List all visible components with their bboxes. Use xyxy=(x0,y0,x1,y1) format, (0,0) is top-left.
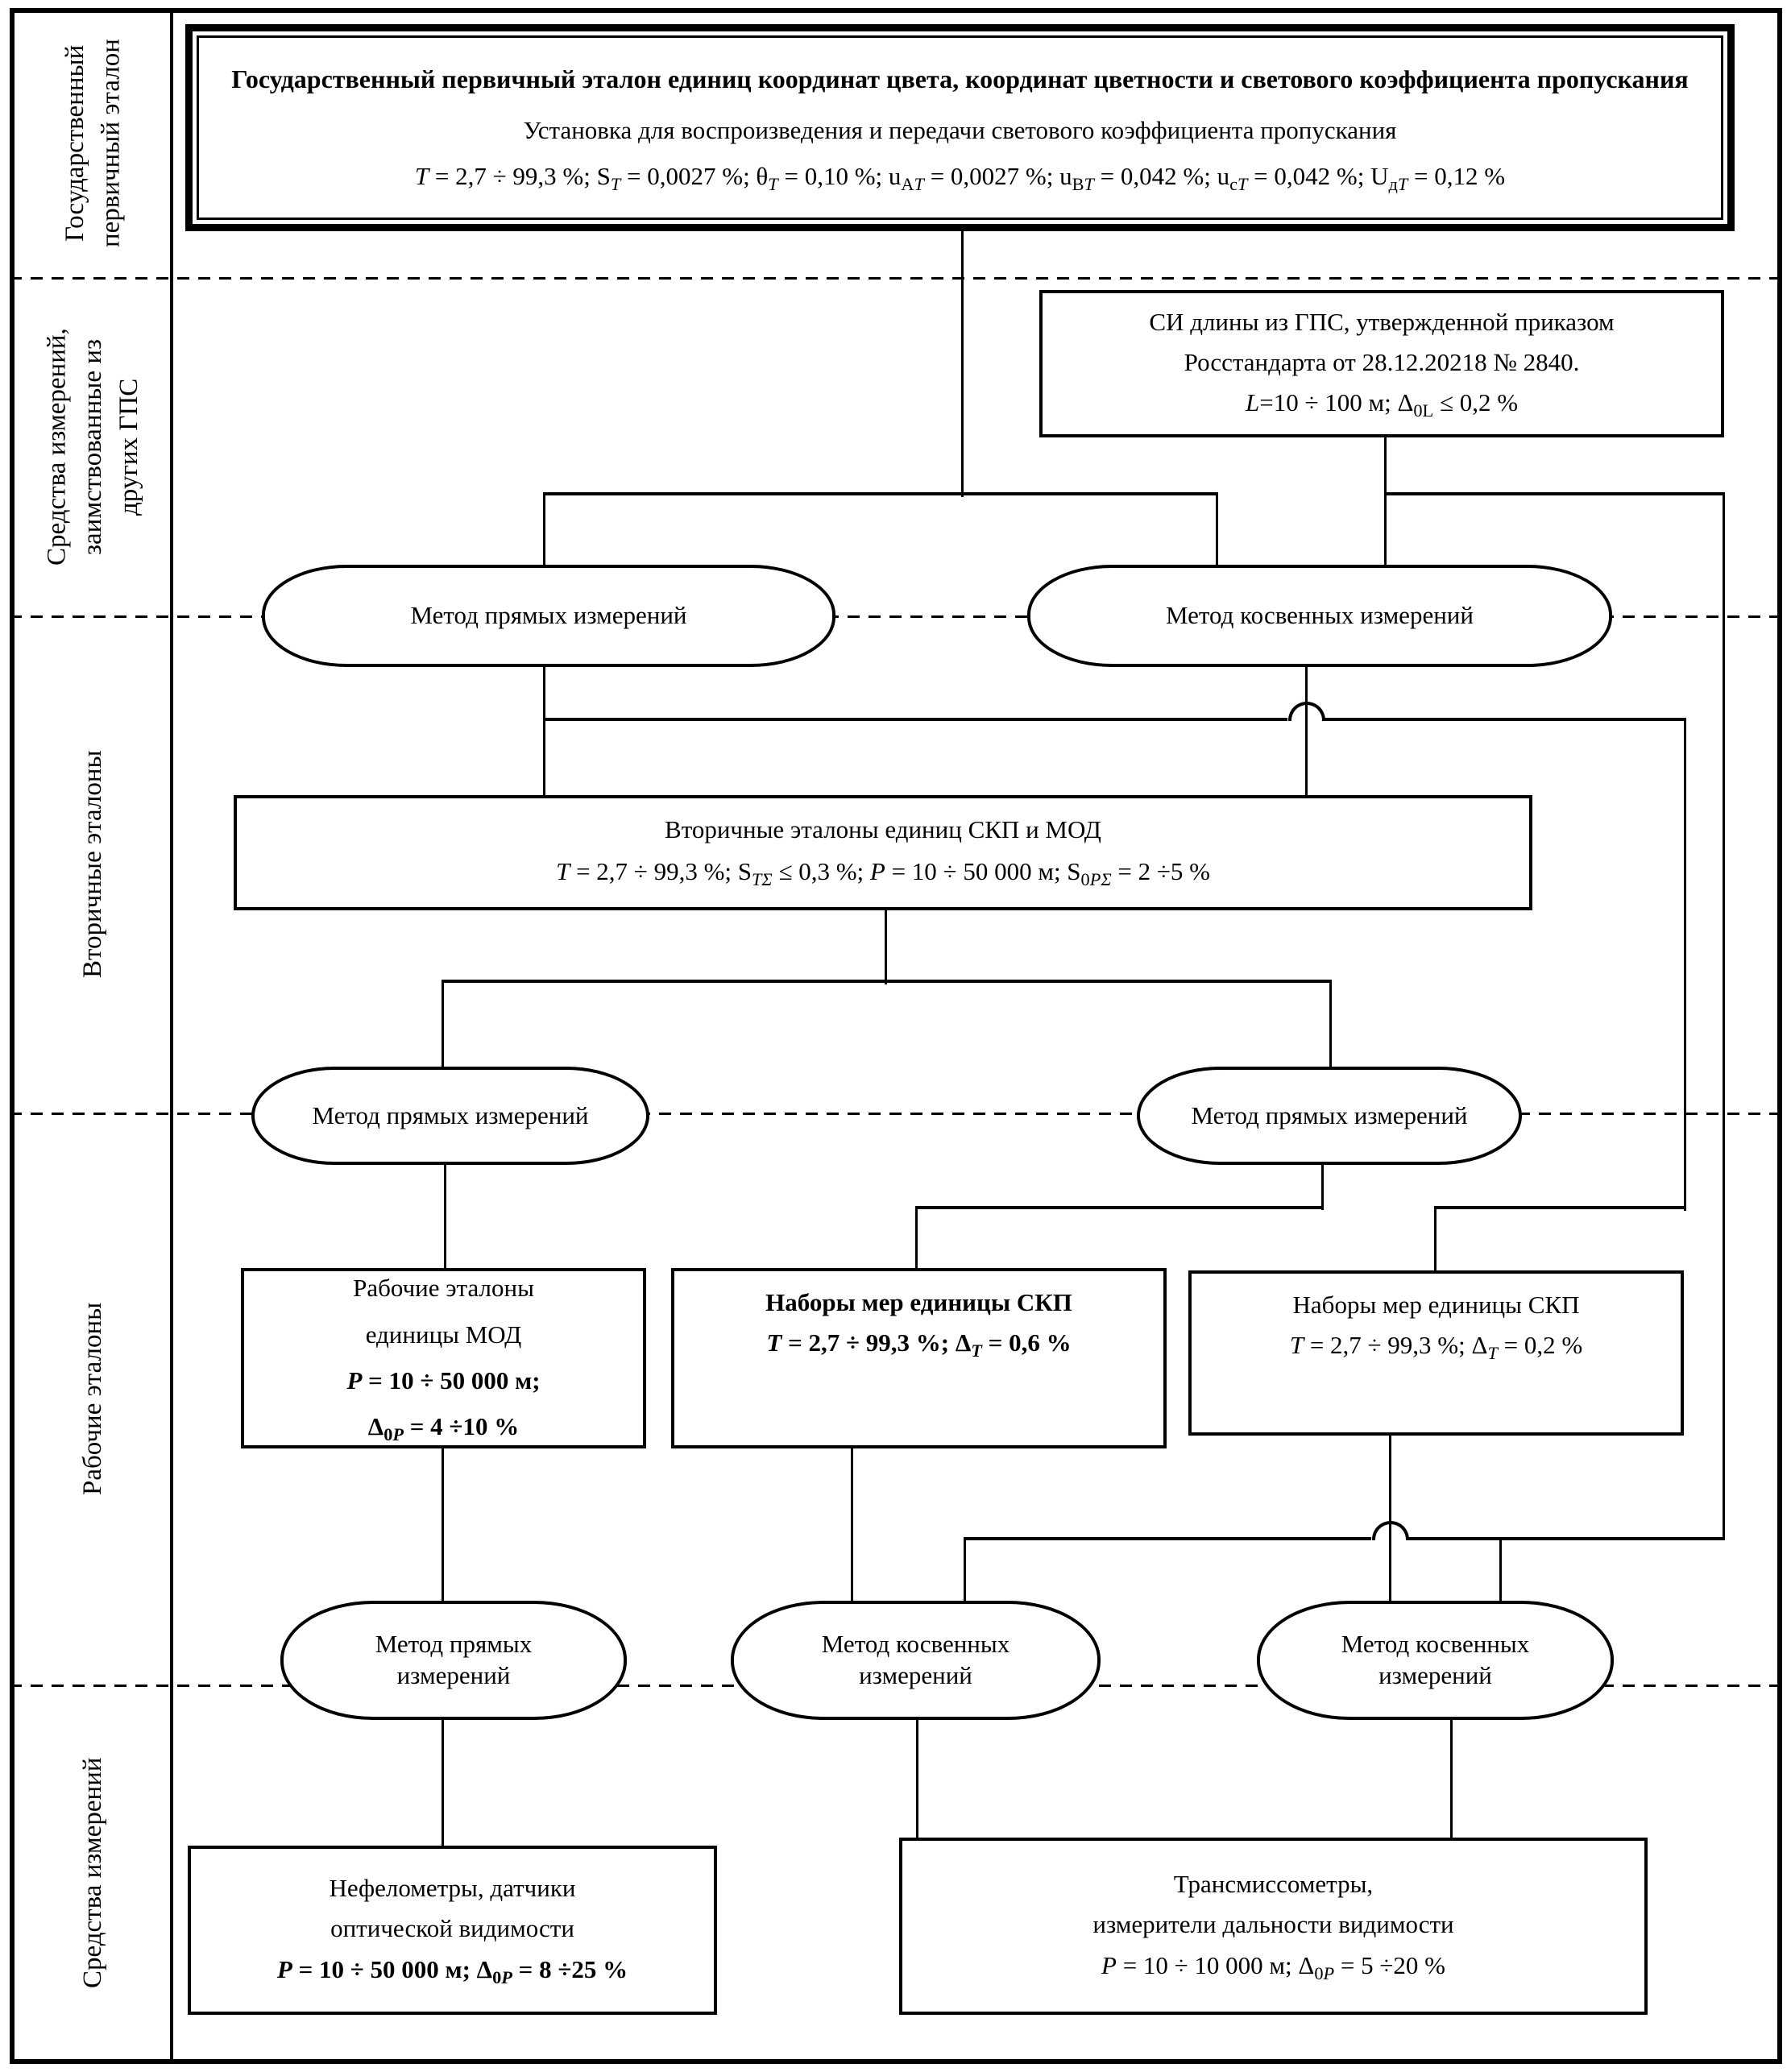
primary-standard-title: Государственный первичный эталон единиц … xyxy=(231,64,1689,94)
tier-label-borrowed-si: Средства измерений, заимствованные из др… xyxy=(42,328,143,566)
connector-line xyxy=(915,1206,1324,1209)
method-direct-oval-mid-right: Метод прямых измерений xyxy=(1137,1067,1522,1165)
method-direct-oval-top: Метод прямых измерений xyxy=(262,565,835,667)
tier-label-primary-standard: Государственный первичный эталон xyxy=(60,39,126,248)
connector-line xyxy=(1321,1163,1324,1210)
connector-line xyxy=(1434,1208,1437,1272)
tier-label-measuring-instruments: Средства измерений xyxy=(78,1757,108,1989)
tier-boundary-1 xyxy=(10,277,1782,280)
method-direct-oval-bottom: Метод прямых измерений xyxy=(280,1601,627,1720)
connector-line xyxy=(442,980,1332,983)
connector-line xyxy=(543,494,545,568)
connector-line xyxy=(1408,1537,1725,1540)
connector-line xyxy=(915,1208,918,1270)
working-standard-line1: Рабочие эталоны xyxy=(353,1274,534,1303)
skp-set-06-box: Наборы мер единицы СКП T = 2,7 ÷ 99,3 %;… xyxy=(671,1268,1167,1448)
working-standard-line2: единицы МОД xyxy=(365,1320,522,1349)
method-indirect-oval-bottom-right: Метод косвенных измерений xyxy=(1257,1601,1614,1720)
si-length-line2: Росстандарта от 28.12.20218 № 2840. xyxy=(1184,347,1580,376)
connector-line xyxy=(543,665,545,797)
transmissometers-box: Трансмиссометры, измерители дальности ви… xyxy=(899,1838,1648,2015)
tier-boundary-3 xyxy=(10,1113,1782,1115)
si-length-formula: L=10 ÷ 100 м; Δ0L ≤ 0,2 % xyxy=(1245,388,1519,421)
skp-set-06-formula: T = 2,7 ÷ 99,3 %; ΔT = 0,6 % xyxy=(766,1328,1072,1361)
connector-line xyxy=(885,909,887,984)
primary-standard-box: Государственный первичный эталон единиц … xyxy=(185,24,1735,231)
connector-line xyxy=(1305,665,1308,797)
secondary-standards-formula: T = 2,7 ÷ 99,3 %; STΣ ≤ 0,3 %; P = 10 ÷ … xyxy=(556,857,1210,890)
transmissometers-line1: Трансмиссометры, xyxy=(1173,1870,1374,1899)
nephelometers-box: Нефелометры, датчики оптической видимост… xyxy=(188,1846,717,2015)
working-standard-formula1: P = 10 ÷ 50 000 м; xyxy=(346,1365,541,1394)
secondary-standards-title: Вторичные эталоны единиц СКП и МОД xyxy=(665,814,1101,843)
working-standard-formula2: Δ0P = 4 ÷10 % xyxy=(367,1412,520,1445)
connector-line xyxy=(964,1539,966,1602)
connector-line xyxy=(1499,1539,1502,1602)
tier-boundary-2 xyxy=(10,615,1782,618)
skp-set-02-title: Наборы мер единицы СКП xyxy=(1292,1291,1580,1319)
connector-line xyxy=(1434,1206,1686,1209)
tier-label-secondary-standards: Вторичные эталоны xyxy=(78,750,108,979)
connector-line xyxy=(1384,492,1725,495)
working-standard-mod-box: Рабочие эталоны единицы МОД P = 10 ÷ 50 … xyxy=(241,1268,646,1448)
method-indirect-oval-top: Метод косвенных измерений xyxy=(1027,565,1612,667)
si-length-line1: СИ длины из ГПС, утвержденной приказом xyxy=(1149,307,1615,336)
connector-line xyxy=(1389,1434,1391,1602)
skp-set-02-formula: T = 2,7 ÷ 99,3 %; ΔT = 0,2 % xyxy=(1289,1331,1583,1364)
si-length-box: СИ длины из ГПС, утвержденной приказом Р… xyxy=(1039,290,1724,437)
sidebar-divider xyxy=(170,8,173,2064)
connector-line xyxy=(543,718,1287,721)
connector-line xyxy=(543,492,1218,495)
connector-line xyxy=(961,231,964,497)
nephelometers-line1: Нефелометры, датчики xyxy=(329,1874,576,1903)
transmissometers-line2: измерители дальности видимости xyxy=(1092,1910,1454,1939)
connector-line xyxy=(444,1163,446,1270)
tier-label-working-standards: Рабочие эталоны xyxy=(78,1302,108,1496)
secondary-standards-box: Вторичные эталоны единиц СКП и МОД T = 2… xyxy=(234,795,1532,910)
method-indirect-oval-bottom-mid: Метод косвенных измерений xyxy=(731,1601,1101,1720)
connector-line xyxy=(442,1447,444,1602)
connector-line xyxy=(964,1537,1371,1540)
connector-line xyxy=(851,1447,853,1602)
method-direct-oval-mid-left: Метод прямых измерений xyxy=(251,1067,649,1165)
skp-set-02-box: Наборы мер единицы СКП T = 2,7 ÷ 99,3 %;… xyxy=(1188,1270,1684,1436)
connector-line xyxy=(1723,494,1725,1540)
connector-line xyxy=(1216,494,1218,568)
nephelometers-formula: P = 10 ÷ 50 000 м; Δ0P = 8 ÷25 % xyxy=(276,1954,628,1987)
connector-line xyxy=(442,1718,444,1847)
primary-standard-subtitle: Установка для воспроизведения и передачи… xyxy=(523,115,1397,144)
primary-standard-formula: T = 2,7 ÷ 99,3 %; ST = 0,0027 %; θT = 0,… xyxy=(414,162,1506,195)
connector-line xyxy=(1684,719,1686,1211)
connector-line xyxy=(1384,437,1387,568)
connector-line xyxy=(916,1718,918,1839)
transmissometers-formula: P = 10 ÷ 10 000 м; Δ0P = 5 ÷20 % xyxy=(1101,1950,1445,1983)
connector-line xyxy=(1450,1718,1453,1839)
connector-line xyxy=(1325,718,1686,721)
diagram-frame xyxy=(10,8,1782,2064)
nephelometers-line2: оптической видимости xyxy=(330,1914,574,1943)
connector-line xyxy=(1329,981,1332,1068)
connector-line xyxy=(442,981,444,1068)
skp-set-06-title: Наборы мер единицы СКП xyxy=(765,1288,1072,1316)
